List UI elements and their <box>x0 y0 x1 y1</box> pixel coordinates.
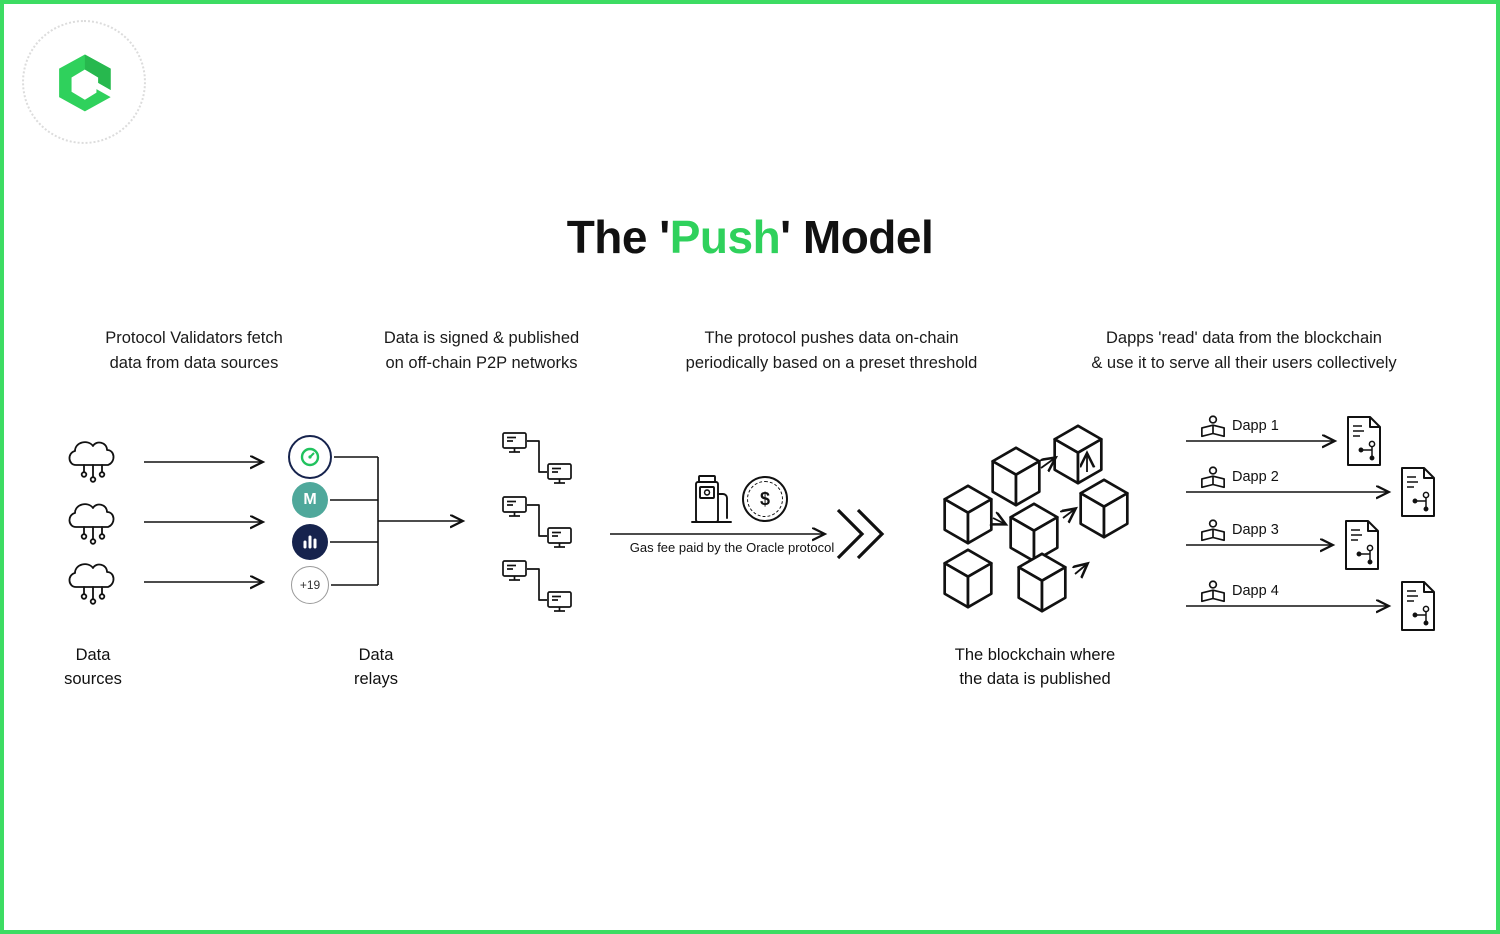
p2p-network-icon <box>502 496 572 548</box>
dollar-coin-icon: $ <box>742 476 788 522</box>
column-heading-validators: Protocol Validators fetch data from data… <box>105 329 283 372</box>
double-chevron-icon <box>836 508 885 560</box>
dapp-2-label: Dapp 2 <box>1232 469 1279 485</box>
gas-pump-icon <box>691 475 732 523</box>
gas-fee-label: Gas fee paid by the Oracle protocol <box>629 540 835 555</box>
dapp-reader-icon <box>1201 466 1225 489</box>
dollar-symbol: $ <box>759 488 770 509</box>
data-sources-label: Data sources <box>64 646 122 688</box>
column-heading-push: The protocol pushes data on-chain period… <box>685 329 978 372</box>
blockchain-label: The blockchain where the data is publish… <box>954 646 1116 688</box>
more-relays-count: +19 <box>299 578 321 592</box>
cloud-data-source-icon <box>68 563 115 605</box>
smart-contract-doc-icon <box>1401 467 1435 517</box>
smart-contract-doc-icon <box>1345 520 1379 570</box>
maker-letter: M <box>303 491 317 508</box>
maker-logo-icon: M <box>292 482 328 518</box>
dapp-reader-icon <box>1201 519 1225 542</box>
blockchain-cubes-icon <box>943 424 1129 613</box>
brand-logo-icon <box>59 54 111 112</box>
smart-contract-doc-icon <box>1401 581 1435 631</box>
brand-logo <box>22 20 146 144</box>
column-heading-dapps: Dapps 'read' data from the blockchain & … <box>1091 329 1397 372</box>
dapp-reader-icon <box>1201 580 1225 603</box>
title-prefix: The ' <box>566 211 671 263</box>
chart-logo-icon <box>292 524 328 560</box>
relay-logo-clock-icon <box>288 435 332 479</box>
cloud-data-source-icon <box>68 441 115 483</box>
more-relays-badge: +19 <box>291 566 329 604</box>
smart-contract-doc-icon <box>1347 416 1381 466</box>
p2p-network-icon <box>502 560 572 612</box>
page-title: The 'Push' Model <box>4 210 1496 264</box>
data-relays-label: Data relays <box>353 646 398 688</box>
p2p-network-icon <box>502 432 572 484</box>
cloud-data-source-icon <box>68 503 115 545</box>
dapp-4-label: Dapp 4 <box>1232 583 1279 599</box>
dapp-3-label: Dapp 3 <box>1232 522 1279 538</box>
dapp-reader-icon <box>1201 415 1225 438</box>
column-heading-signed: Data is signed & published on off-chain … <box>383 329 580 372</box>
dapp-1-label: Dapp 1 <box>1232 418 1279 434</box>
title-suffix: ' Model <box>780 211 934 263</box>
title-highlight: Push <box>669 211 781 263</box>
